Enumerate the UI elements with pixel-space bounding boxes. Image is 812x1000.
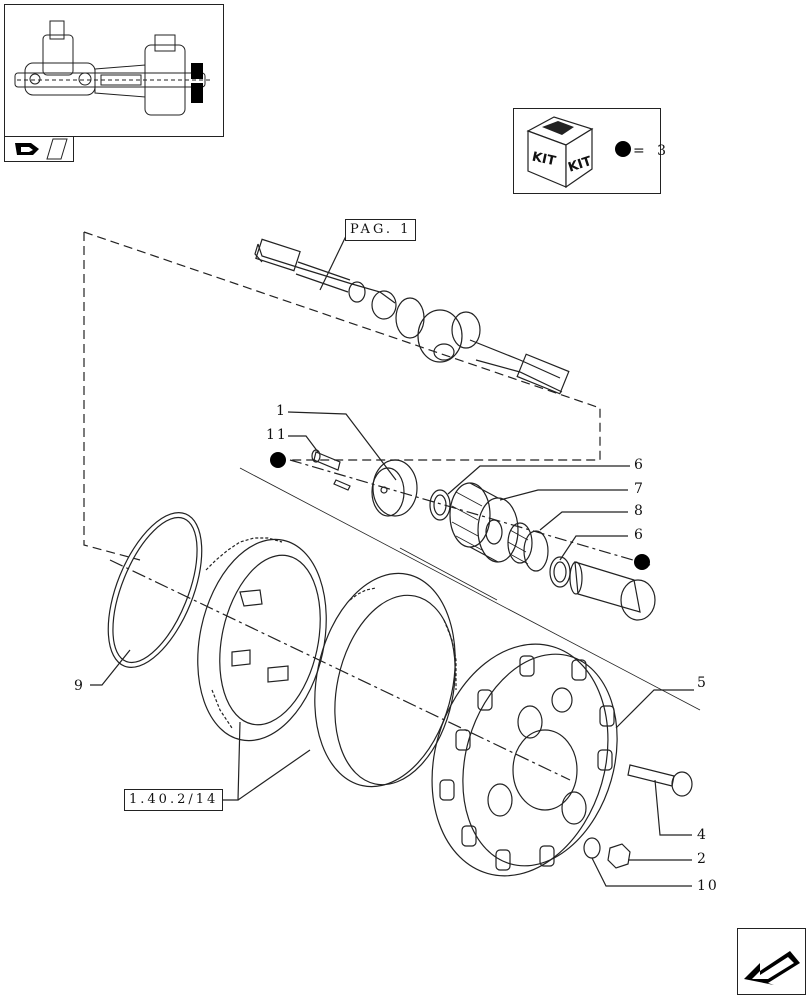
kit-legend-box: KIT KIT [513,108,661,194]
axle-shaft [254,238,570,395]
next-page-arrow-icon [744,951,800,985]
previous-page-tab[interactable] [4,136,74,162]
kit-word-right: KIT [566,154,593,176]
callout-5: 5 [697,675,708,691]
overview-thumbnail[interactable] [4,4,224,137]
axle-assembly-thumbnail-icon [14,20,211,116]
black-dot-icon [615,141,631,157]
callout-6-top: 6 [634,457,645,473]
planet-gear [449,482,519,563]
next-page-button[interactable] [737,928,806,995]
callout-10: 10 [697,878,719,894]
callout-6-bottom: 6 [634,527,645,543]
assembly-dashed-line-left [83,232,141,561]
callout-11: 11 [266,427,288,443]
bolt [627,764,675,787]
sealing-washer [583,837,601,859]
callout-2: 2 [697,851,708,867]
page-reference-box[interactable]: PAG. 1 [345,219,417,241]
ring-gear-hub [314,572,457,788]
previous-page-icon [15,138,68,160]
callout-4: 4 [697,827,708,843]
center-axis-line [289,459,651,566]
pin [313,451,341,471]
drain-plug [607,843,631,869]
assembly-dashed-line [83,231,601,461]
callout-1: 1 [276,403,287,419]
group-reference-box[interactable]: 1.40.2/14 [124,789,224,811]
kit-marker-dot-left [270,452,286,468]
planet-shaft [574,561,641,613]
kit-box-icon: KIT KIT [526,116,631,189]
thrust-washer [372,459,418,517]
kit-word-left: KIT [531,150,558,170]
needle-bearing [507,522,533,564]
ring-gear [197,537,327,742]
snap-ring [107,512,203,668]
kit-marker-dot-right [634,554,650,570]
planet-carrier [431,643,618,877]
kit-count-label: = 3 [633,143,671,159]
callout-7: 7 [634,481,645,497]
callout-9: 9 [74,678,85,694]
callout-8: 8 [634,503,645,519]
